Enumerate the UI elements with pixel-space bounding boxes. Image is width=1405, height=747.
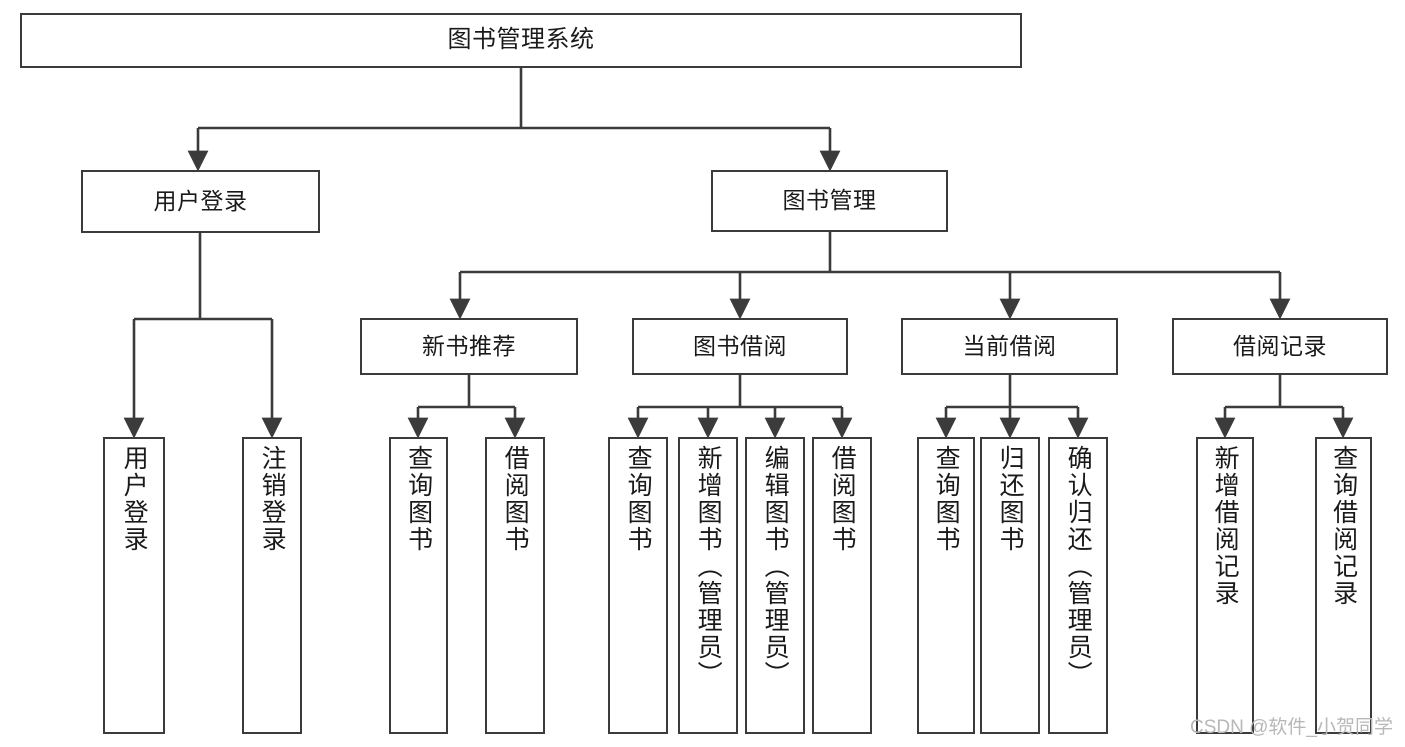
node-label: 确认归还（管理员） (1064, 445, 1093, 688)
node-label: 编辑图书（管理员） (761, 445, 790, 688)
node-label: 新增图书（管理员） (694, 445, 723, 688)
node-label: 查询借阅记录 (1329, 445, 1358, 607)
node-level3-3[interactable]: 借阅记录 (1172, 318, 1388, 375)
node-leaf-12[interactable]: 查询借阅记录 (1315, 437, 1372, 734)
node-level3-2[interactable]: 当前借阅 (901, 318, 1118, 375)
node-label: 借阅图书 (501, 445, 530, 553)
node-leaf-7[interactable]: 借阅图书 (812, 437, 872, 734)
node-label: 用户登录 (153, 187, 248, 214)
csdn-watermark: CSDN @软件_小贺同学 (1190, 717, 1393, 738)
node-leaf-3[interactable]: 借阅图书 (485, 437, 545, 734)
node-leaf-5[interactable]: 新增图书（管理员） (678, 437, 738, 734)
node-label: 查询图书 (932, 445, 961, 553)
node-label: 当前借阅 (962, 332, 1057, 359)
node-label: 借阅图书 (828, 445, 857, 553)
node-leaf-11[interactable]: 新增借阅记录 (1196, 437, 1254, 734)
node-level2-0[interactable]: 用户登录 (81, 170, 320, 233)
node-label: 新增借阅记录 (1211, 445, 1240, 607)
node-label: 查询图书 (404, 445, 433, 553)
node-level2-1[interactable]: 图书管理 (711, 170, 948, 232)
node-leaf-4[interactable]: 查询图书 (608, 437, 668, 734)
node-label: 图书管理 (782, 187, 877, 214)
node-leaf-9[interactable]: 归还图书 (980, 437, 1040, 734)
node-leaf-0[interactable]: 用户登录 (103, 437, 165, 734)
node-label: 借阅记录 (1233, 332, 1327, 359)
node-leaf-10[interactable]: 确认归还（管理员） (1048, 437, 1108, 734)
node-level3-0[interactable]: 新书推荐 (360, 318, 578, 375)
node-leaf-1[interactable]: 注销登录 (242, 437, 302, 734)
node-label: 图书管理系统 (447, 26, 595, 54)
node-leaf-8[interactable]: 查询图书 (917, 437, 975, 734)
node-level3-1[interactable]: 图书借阅 (632, 318, 848, 375)
node-label: 查询图书 (624, 445, 653, 553)
node-leaf-2[interactable]: 查询图书 (389, 437, 448, 734)
node-leaf-6[interactable]: 编辑图书（管理员） (745, 437, 805, 734)
node-label: 新书推荐 (422, 332, 516, 359)
node-root-system[interactable]: 图书管理系统 (20, 13, 1022, 68)
node-label: 用户登录 (120, 445, 149, 553)
node-label: 归还图书 (996, 445, 1025, 553)
node-label: 注销登录 (258, 445, 287, 553)
node-label: 图书借阅 (693, 332, 787, 359)
